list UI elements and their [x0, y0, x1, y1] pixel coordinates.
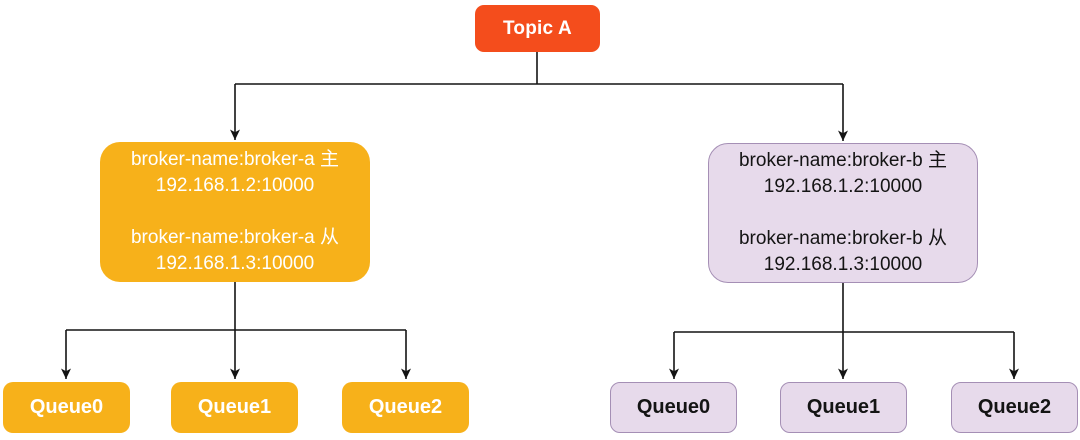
topic-a-node: Topic A [475, 5, 600, 52]
broker-b-node: broker-name:broker-b 主 192.168.1.2:10000… [708, 143, 978, 283]
broker-b-queue2-node: Queue2 [951, 382, 1078, 433]
broker-b-slave-name: broker-name:broker-b 从 [738, 228, 948, 249]
broker-a-queue0-node: Queue0 [3, 382, 130, 433]
broker-b-slave-address: 192.168.1.3:10000 [763, 254, 923, 275]
broker-a-branch-line [66, 282, 406, 331]
broker-b-queue1-node: Queue1 [780, 382, 907, 433]
broker-a-queue2-node: Queue2 [342, 382, 469, 433]
broker-a-queue1-node: Queue1 [171, 382, 298, 433]
broker-a-slave-name: broker-name:broker-a 从 [130, 227, 340, 248]
broker-a-slave-address: 192.168.1.3:10000 [155, 253, 315, 274]
broker-a-master-address: 192.168.1.2:10000 [155, 175, 315, 196]
broker-b-branch-line [674, 283, 1014, 333]
broker-b-master-address: 192.168.1.2:10000 [763, 176, 923, 197]
broker-b-master-name: broker-name:broker-b 主 [738, 150, 948, 171]
broker-b-queue0-node: Queue0 [610, 382, 737, 433]
topic-branch-line [235, 52, 843, 85]
broker-a-master-name: broker-name:broker-a 主 [130, 149, 340, 170]
broker-a-node: broker-name:broker-a 主 192.168.1.2:10000… [100, 142, 370, 282]
